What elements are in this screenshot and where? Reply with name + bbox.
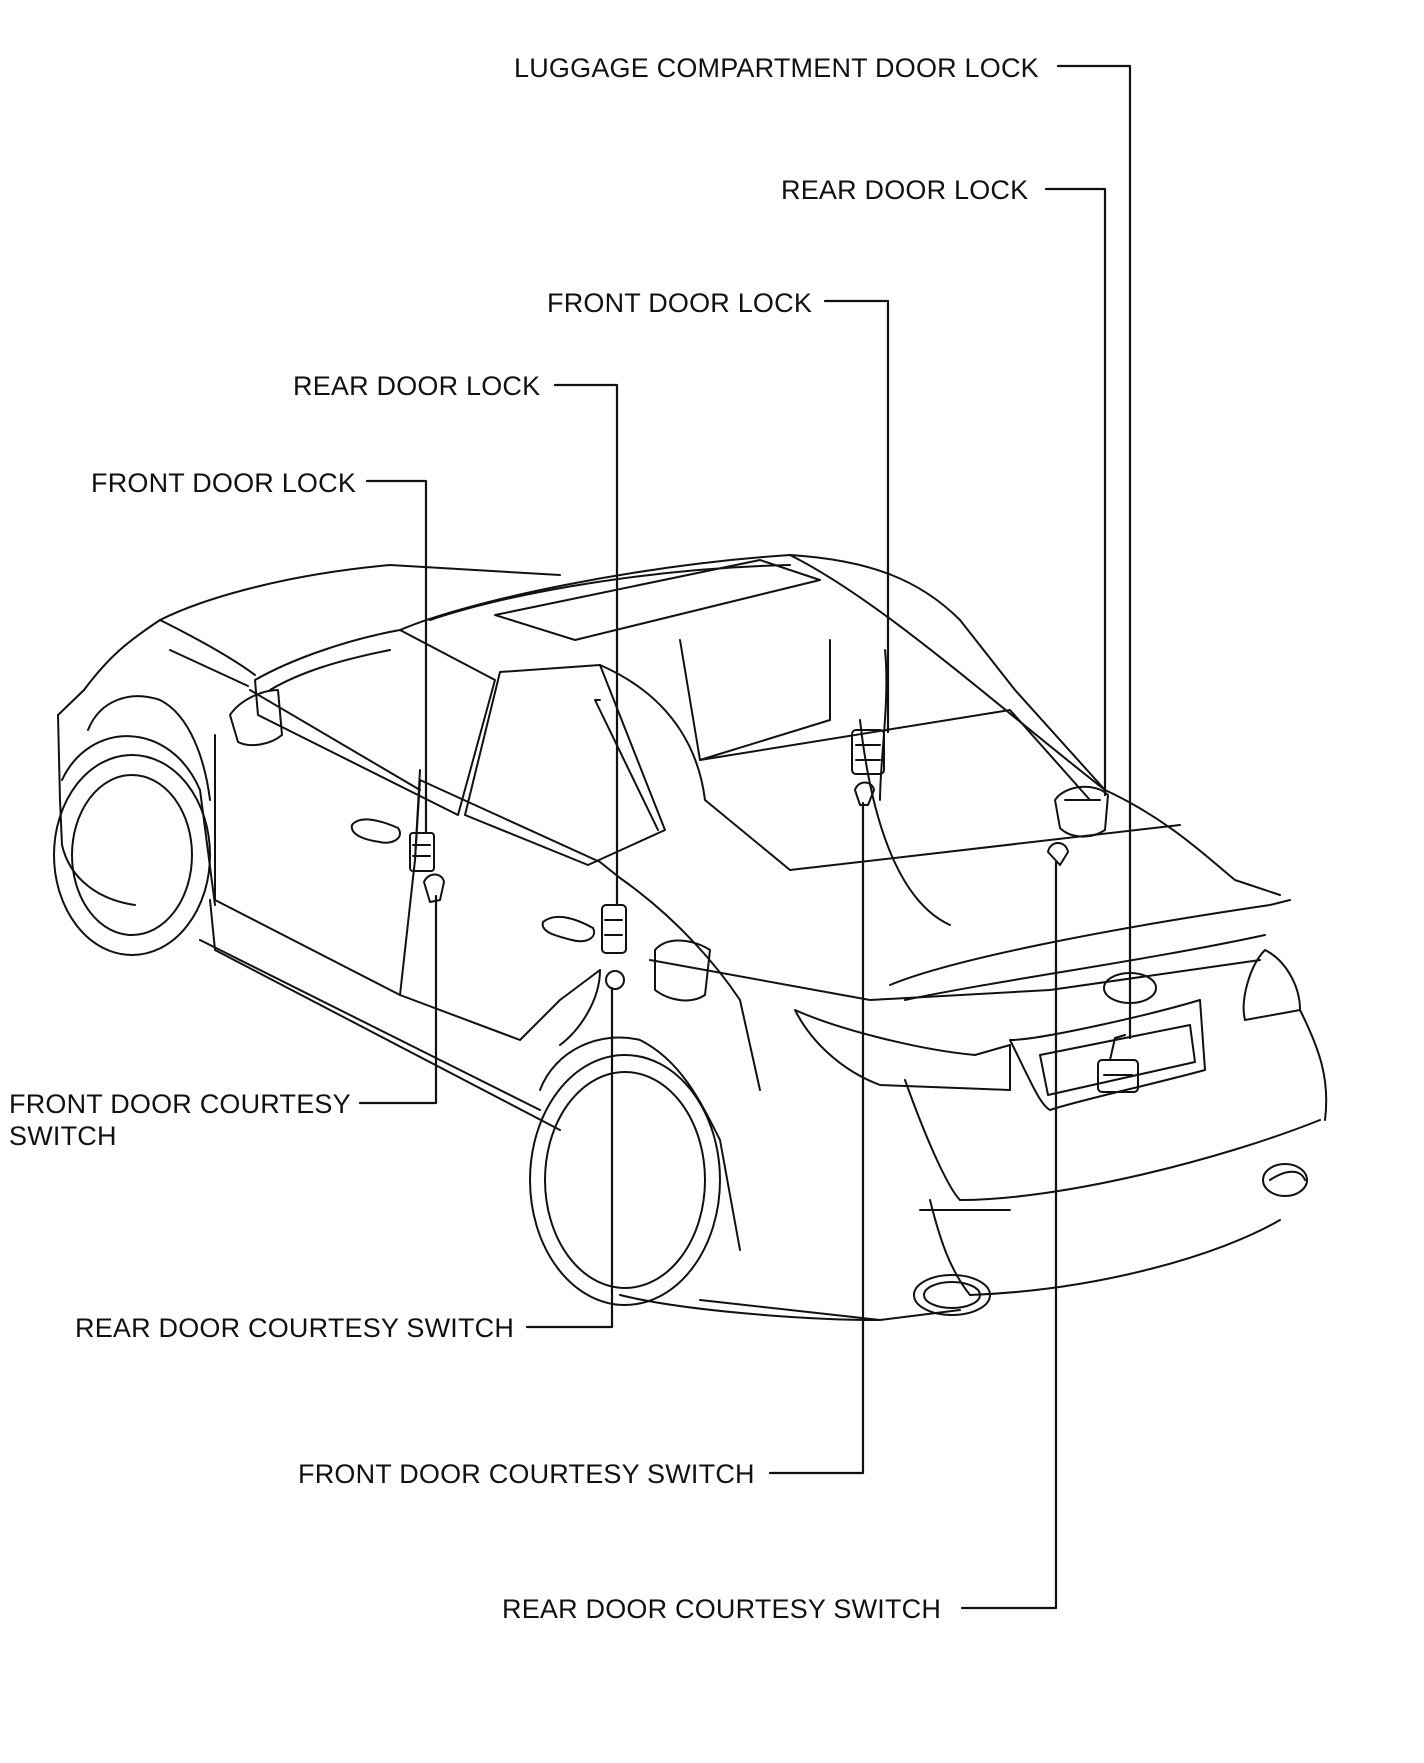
front-door-courtesy-switch-left-label: FRONT DOOR COURTESY SWITCH — [9, 1088, 351, 1152]
front-door-courtesy-switch-left-glyph — [423, 873, 445, 903]
front-door-lock-right-label: FRONT DOOR LOCK — [547, 288, 813, 318]
rear-door-courtesy-switch-right-glyph — [1047, 842, 1069, 866]
rear-door-lock-left-label: REAR DOOR LOCK — [293, 371, 541, 401]
lock-components — [409, 729, 1139, 1093]
rear-door-lock-left-glyph — [601, 904, 627, 954]
car-body-outline — [53, 554, 1328, 1321]
luggage-compartment-door-lock-glyph — [1097, 1034, 1139, 1093]
front-door-courtesy-switch-right-glyph — [854, 781, 875, 806]
front-door-lock-right-glyph — [851, 729, 885, 775]
luggage-compartment-door-lock-label: LUGGAGE COMPARTMENT DOOR LOCK — [514, 53, 1039, 83]
rear-door-courtesy-switch-left-label: REAR DOOR COURTESY SWITCH — [75, 1313, 515, 1343]
front-door-courtesy-switch-right-label: FRONT DOOR COURTESY SWITCH — [298, 1459, 755, 1489]
leader-lines — [358, 64, 1132, 1610]
front-door-lock-left-label: FRONT DOOR LOCK — [91, 468, 357, 498]
rear-door-courtesy-switch-right-label: REAR DOOR COURTESY SWITCH — [502, 1594, 942, 1624]
rear-door-courtesy-switch-left-glyph — [605, 970, 625, 990]
front-door-courtesy-switch-left-line-1: FRONT DOOR COURTESY — [9, 1089, 351, 1119]
front-door-lock-left-glyph — [409, 832, 435, 872]
front-door-courtesy-switch-left-line-2: SWITCH — [9, 1121, 117, 1151]
rear-door-lock-right-glyph — [1054, 785, 1109, 838]
rear-door-lock-right-label: REAR DOOR LOCK — [781, 175, 1029, 205]
